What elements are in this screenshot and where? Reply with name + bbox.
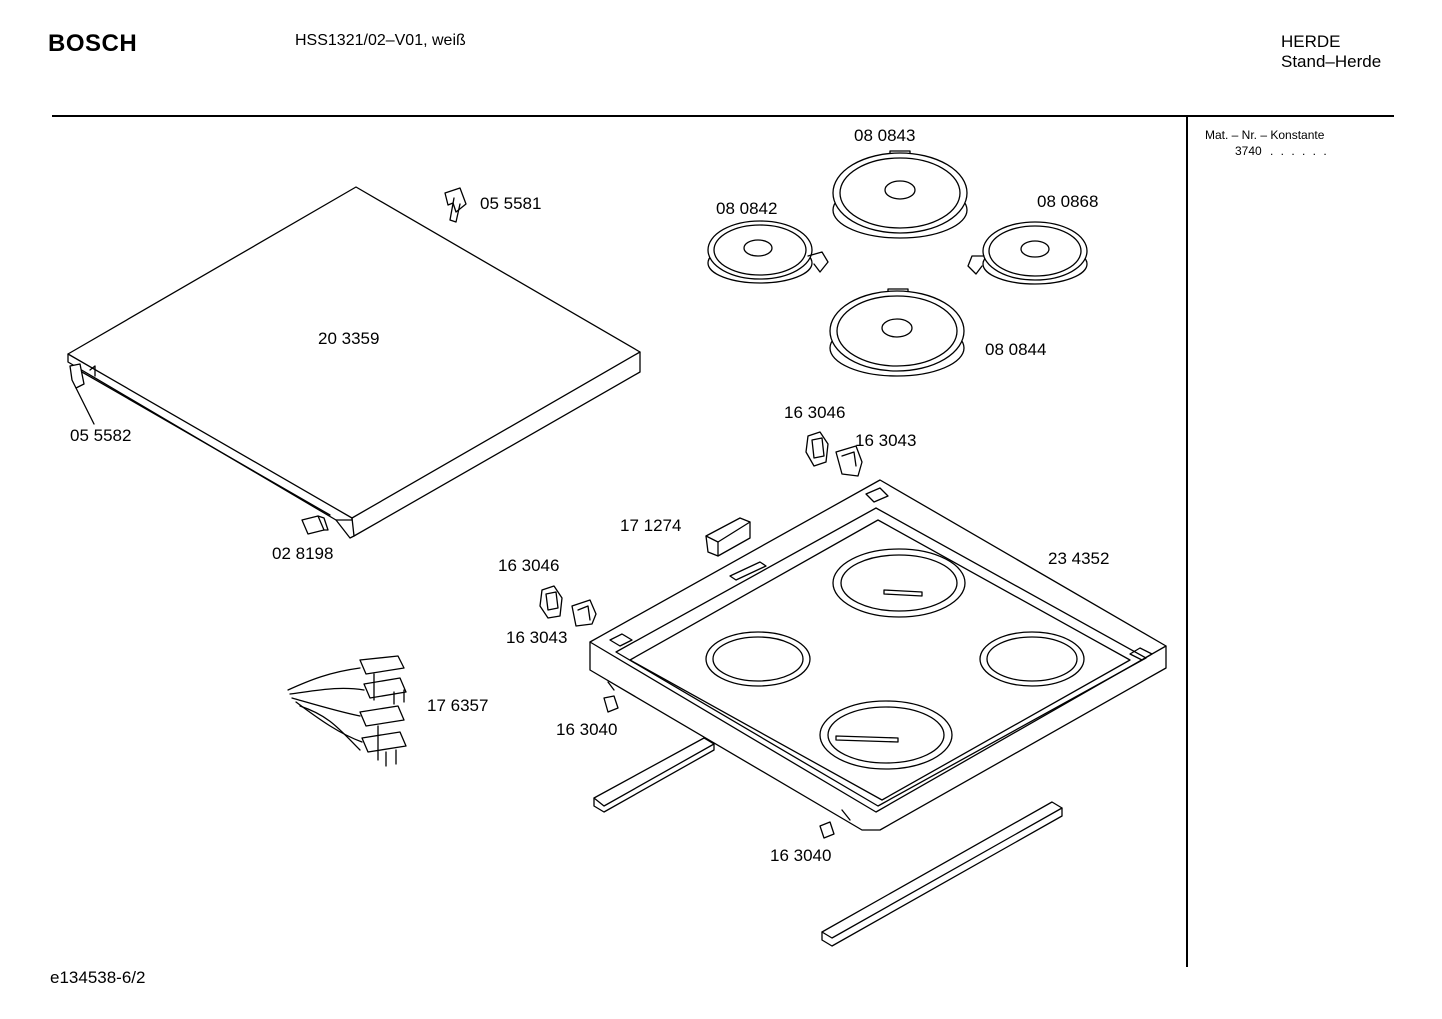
hotplate-right-drawing <box>967 221 1088 285</box>
part-label: 17 1274 <box>620 516 682 535</box>
rail-bottom-drawing <box>821 801 1063 947</box>
category-label: HERDE <box>1281 32 1341 51</box>
sidebar-divider <box>1186 117 1188 967</box>
part-label: 17 6357 <box>427 696 489 715</box>
mat-nr-header: Mat. – Nr. – Konstante <box>1205 128 1325 142</box>
mat-nr-value: 3740 <box>1235 144 1262 158</box>
document-id: e134538-6/2 <box>50 968 146 987</box>
part-label: 16 3043 <box>506 628 568 647</box>
clip-a-front-drawing <box>539 585 563 619</box>
clip-a-back-drawing <box>805 431 829 467</box>
cover-pin-side-drawing <box>69 363 95 425</box>
fastener-bottom-drawing <box>819 821 835 839</box>
part-label: 05 5581 <box>480 194 542 213</box>
clip-b-front-drawing <box>571 599 597 627</box>
fastener-left-drawing <box>603 695 619 713</box>
cover-bracket-drawing <box>301 515 329 535</box>
part-label: 16 3040 <box>556 720 618 739</box>
part-label: 08 0844 <box>985 340 1047 359</box>
mat-nr-dots: . . . . . . <box>1270 144 1329 158</box>
cover-pin-top-drawing <box>444 187 467 223</box>
rail-left-drawing <box>593 737 715 813</box>
cover-lid-drawing <box>67 186 641 539</box>
part-label: 16 3046 <box>784 403 846 422</box>
hob-top-drawing <box>589 479 1167 831</box>
hotplate-front-drawing <box>829 288 965 377</box>
brand-logo: BOSCH <box>48 30 138 57</box>
part-label: 16 3040 <box>770 846 832 865</box>
hotplate-back-drawing <box>832 150 968 239</box>
part-label: 16 3043 <box>855 431 917 450</box>
part-label: 05 5582 <box>70 426 132 445</box>
model-title: HSS1321/02–V01, weiß <box>295 32 466 49</box>
part-label: 08 0843 <box>854 126 916 145</box>
part-label: 02 8198 <box>272 544 334 563</box>
part-label: 20 3359 <box>318 329 380 348</box>
part-label: 23 4352 <box>1048 549 1110 568</box>
header-divider <box>52 115 1394 117</box>
clip-b-back-drawing <box>835 445 863 477</box>
handle-drawing <box>705 517 751 557</box>
part-label: 16 3046 <box>498 556 560 575</box>
wiring-harness-drawing <box>287 655 407 767</box>
part-label: 08 0868 <box>1037 192 1099 211</box>
hotplate-left-drawing <box>707 220 829 284</box>
part-label: 08 0842 <box>716 199 778 218</box>
subcategory-label: Stand–Herde <box>1281 52 1382 71</box>
